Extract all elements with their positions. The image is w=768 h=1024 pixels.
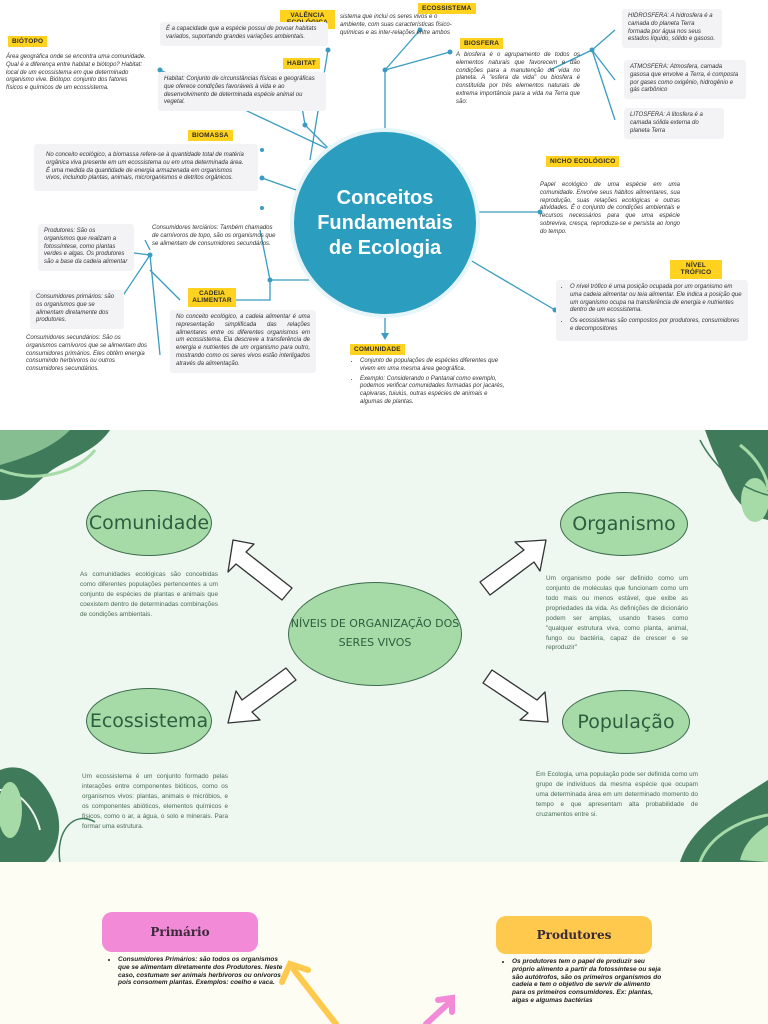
center-oval: NÍVEIS DE ORGANIZAÇÃO DOS SERES VIVOS [288, 582, 462, 686]
central-topic-circle: Conceitos Fundamentais de Ecologia [294, 132, 476, 314]
habitat-text: Habitat: Conjunto de circunstâncias físi… [158, 72, 326, 112]
cadeia-tag: CADEIA ALIMENTAR [188, 288, 236, 307]
ecossistema-tag: ECOSSISTEMA [418, 3, 476, 15]
biotopo-tag: BIÓTOPO [8, 36, 48, 48]
secundarios-text: Consumidores secundários: São os organis… [26, 335, 148, 373]
ecossistema-title: Ecossistema [89, 710, 209, 732]
populacao-desc: Em Ecologia, uma população pode ser defi… [536, 771, 698, 818]
cadeia-text: No conceito ecológico, a cadeia alimenta… [170, 310, 316, 373]
comunidade-oval: Comunidade [86, 490, 212, 556]
nicho-text: Papel ecológico de uma espécie em uma co… [540, 182, 680, 235]
central-topic-title: Conceitos Fundamentais de Ecologia [317, 186, 453, 259]
organismo-desc: Um organismo pode ser definido como um c… [546, 575, 688, 652]
biotopo-text: Área geográfica onde se encontra uma com… [6, 54, 146, 92]
nivel-box: O nível trófico é uma posição ocupada po… [556, 280, 748, 341]
comunidade-tag: COMUNIDADE [350, 344, 405, 356]
biosfera-tag: BIOSFERA [460, 38, 504, 50]
atmosfera-text: ATMOSFERA: Atmosfera, camada gasosa que … [624, 60, 746, 100]
section3-arrows [279, 960, 455, 1024]
nivel-item-1: O nível trófico é uma posição ocupada po… [570, 284, 742, 315]
produtores-item: Os produtores tem o papel de produzir se… [512, 958, 664, 1005]
comunidade-item-2: Exemplo: Considerando o Pantanal como ex… [360, 376, 508, 407]
ecossistema-desc: Um ecossistema é um conjunto formado pel… [82, 773, 228, 830]
habitat-tag: HABITAT [283, 58, 320, 70]
nivel-item-2: Os ecossistemas são compostos por produt… [570, 318, 742, 334]
ecossistema-text: sistema que inclui os seres vivos e o am… [340, 14, 452, 36]
biomassa-text: No conceito ecológico, a biomassa refere… [34, 144, 258, 192]
decorative-leaves [0, 430, 768, 862]
nivel-tag: NÍVEL TRÓFICO [670, 260, 722, 279]
primario-item: Consumidores Primários: são todos os org… [118, 956, 290, 987]
food-chain-section: Primário Consumidores Primários: são tod… [0, 862, 768, 1024]
litosfera-text: LITOSFERA: A litosfera é a camada sólida… [624, 108, 724, 140]
comunidade-desc: As comunidades ecológicas são concebidas… [80, 571, 218, 618]
nicho-tag: NICHO ECOLÓGICO [546, 156, 620, 168]
produtores-label: Produtores [536, 928, 612, 942]
comunidade-item-1: Conjunto de populações de espécies difer… [360, 358, 508, 374]
center-oval-title: NÍVEIS DE ORGANIZAÇÃO DOS SERES VIVOS [290, 617, 460, 649]
populacao-oval: População [562, 690, 690, 754]
levels-section: Comunidade As comunidades ecológicas são… [0, 430, 768, 862]
populacao-title: População [577, 711, 675, 733]
organismo-title: Organismo [572, 513, 676, 535]
valencia-text: É a capacidade que a espécie possui de p… [160, 22, 328, 46]
biomassa-tag: BIOMASSA [188, 130, 233, 142]
primario-desc: Consumidores Primários: são todos os org… [110, 956, 290, 987]
comunidade-title: Comunidade [88, 512, 210, 534]
terciarios-text: Consumidores terciários: Também chamados… [152, 225, 276, 247]
comunidade-box: Conjunto de populações de espécies difer… [352, 358, 508, 407]
hidrosfera-text: HIDROSFERA: A hidrosfera é a camada do p… [622, 9, 722, 49]
ecossistema-oval: Ecossistema [86, 688, 212, 754]
organismo-oval: Organismo [560, 492, 688, 556]
produtores-desc: Os produtores tem o papel de produzir se… [504, 958, 664, 1005]
primarios-text: Consumidores primários: são os organismo… [30, 290, 124, 330]
produtores-pill: Produtores [496, 916, 652, 954]
primario-label: Primário [150, 925, 210, 939]
concept-map-section: Conceitos Fundamentais de Ecologia BIÓTO… [0, 0, 768, 430]
primario-pill: Primário [102, 912, 258, 952]
produtores-text: Produtores: São os organismos que realiz… [38, 224, 134, 271]
biosfera-text: A biosfera é o agrupamento de todos os e… [456, 52, 580, 105]
